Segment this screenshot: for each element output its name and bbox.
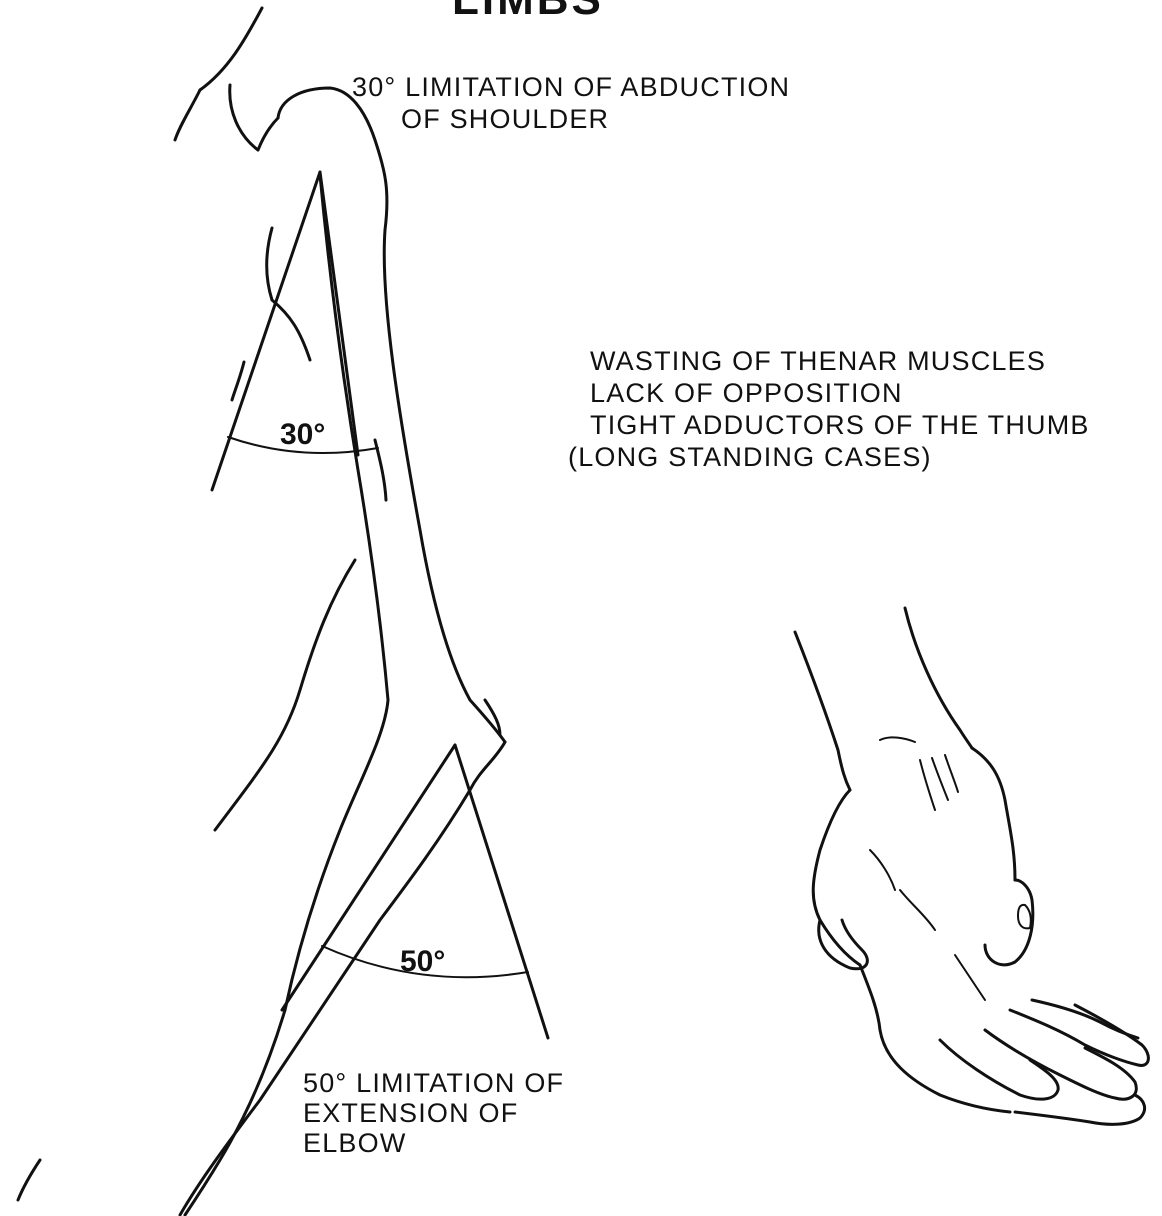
- page-title: LIMBS: [452, 0, 604, 22]
- elbow-angle-markers: [282, 745, 548, 1038]
- elbow-label-line-3: ELBOW: [303, 1128, 407, 1158]
- shoulder-angle-value: 30°: [280, 420, 325, 450]
- hand-label-line-3: TIGHT ADDUCTORS OF THE THUMB: [590, 410, 1090, 440]
- hand-label-line-4: (LONG STANDING CASES): [568, 442, 932, 472]
- arm-illustration: [18, 8, 505, 1215]
- hand-label-line-2: LACK OF OPPOSITION: [590, 378, 903, 408]
- shoulder-label-line-2: OF SHOULDER: [401, 104, 609, 134]
- elbow-angle-value: 50°: [400, 947, 445, 977]
- elbow-label-line-1: 50° LIMITATION OF: [303, 1068, 564, 1098]
- elbow-label-line-2: EXTENSION OF: [303, 1098, 518, 1128]
- hand-illustration: [795, 608, 1148, 1124]
- hand-label-line-1: WASTING OF THENAR MUSCLES: [590, 346, 1046, 376]
- shoulder-label-line-1: 30° LIMITATION OF ABDUCTION: [352, 72, 790, 102]
